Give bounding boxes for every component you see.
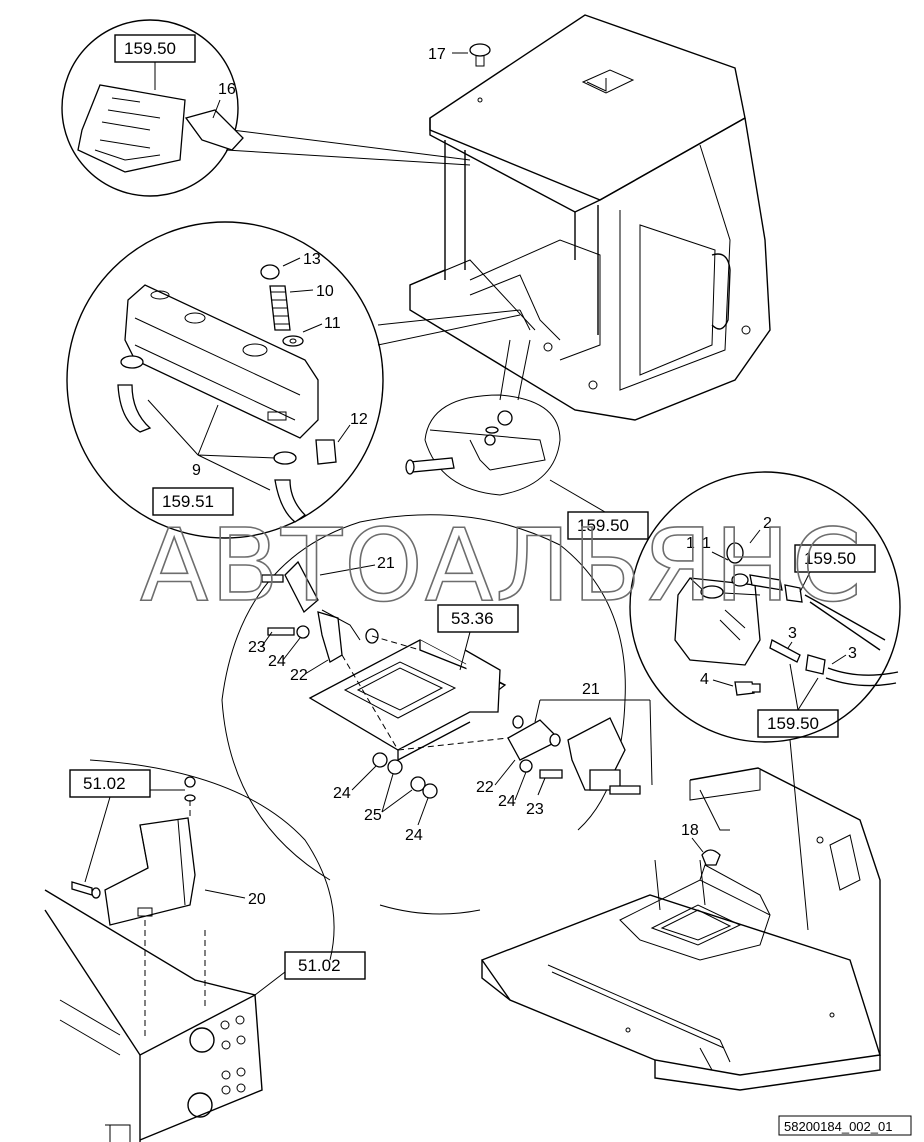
cab-assembly — [409, 14, 771, 421]
refbox-right-bottom-label: 159.50 — [767, 714, 819, 733]
callout-23a: 23 — [248, 639, 266, 656]
refbox-right-top-label: 159.50 — [804, 549, 856, 568]
part-17-knob — [469, 43, 491, 67]
callout-18: 18 — [681, 822, 699, 839]
detail-circle-center — [221, 514, 641, 915]
callout-12: 12 — [350, 411, 368, 428]
drawing-code: 58200184_002_01 — [784, 1119, 892, 1134]
callout-24b: 24 — [498, 793, 516, 810]
detail-circle-top-left — [61, 19, 471, 197]
callout-10: 10 — [316, 283, 334, 300]
refbox-bottom-left-label: 51.02 — [83, 774, 126, 793]
refbox-mid-right-label: 159.50 — [577, 516, 629, 535]
refbox-center — [437, 604, 519, 633]
callout-4: 4 — [700, 671, 709, 688]
callout-24c: 24 — [333, 785, 351, 802]
front-frame-assembly — [44, 759, 335, 1142]
refbox-right-top — [794, 544, 876, 573]
callout-20: 20 — [248, 891, 266, 908]
callout-1: 1 — [702, 535, 711, 552]
detail-circle-left — [66, 221, 521, 539]
callout-23b: 23 — [526, 801, 544, 818]
refbox-left-detail — [152, 487, 234, 516]
callout-22a: 22 — [290, 667, 308, 684]
callout-13: 13 — [303, 251, 321, 268]
rear-frame-assembly — [480, 767, 881, 1091]
callout-22b: 22 — [476, 779, 494, 796]
watermark: АВТОАЛЬЯНС — [140, 507, 864, 624]
refbox-bottom-mid — [284, 951, 366, 980]
callout-3b: 3 — [848, 645, 857, 662]
callout-11: 11 — [324, 315, 341, 332]
callout-24a: 24 — [268, 653, 286, 670]
part-20-bracket — [71, 776, 206, 1040]
refbox-mid-right — [567, 511, 649, 540]
callout-2: 2 — [763, 515, 772, 532]
refbox-center-label: 53.36 — [451, 609, 494, 628]
refbox-left-detail-label: 159.51 — [162, 492, 214, 511]
callout-16: 16 — [218, 81, 236, 98]
callout-21b: 21 — [582, 681, 600, 698]
detail-circle-right — [629, 471, 901, 743]
callout-24d: 24 — [405, 827, 423, 844]
callout-3a: 3 — [788, 625, 797, 642]
callout-17: 17 — [428, 46, 446, 63]
callout-9: 9 — [192, 462, 201, 479]
callout-21a: 21 — [377, 555, 395, 572]
bolt-bracket-detail — [405, 309, 561, 496]
drawing-code-box — [778, 1115, 912, 1136]
refbox-bottom-mid-label: 51.02 — [298, 956, 341, 975]
callout-1b: 1 — [686, 535, 695, 552]
refbox-top-left-label: 159.50 — [124, 39, 176, 58]
callout-25: 25 — [364, 807, 382, 824]
part-18-cap — [701, 849, 721, 866]
